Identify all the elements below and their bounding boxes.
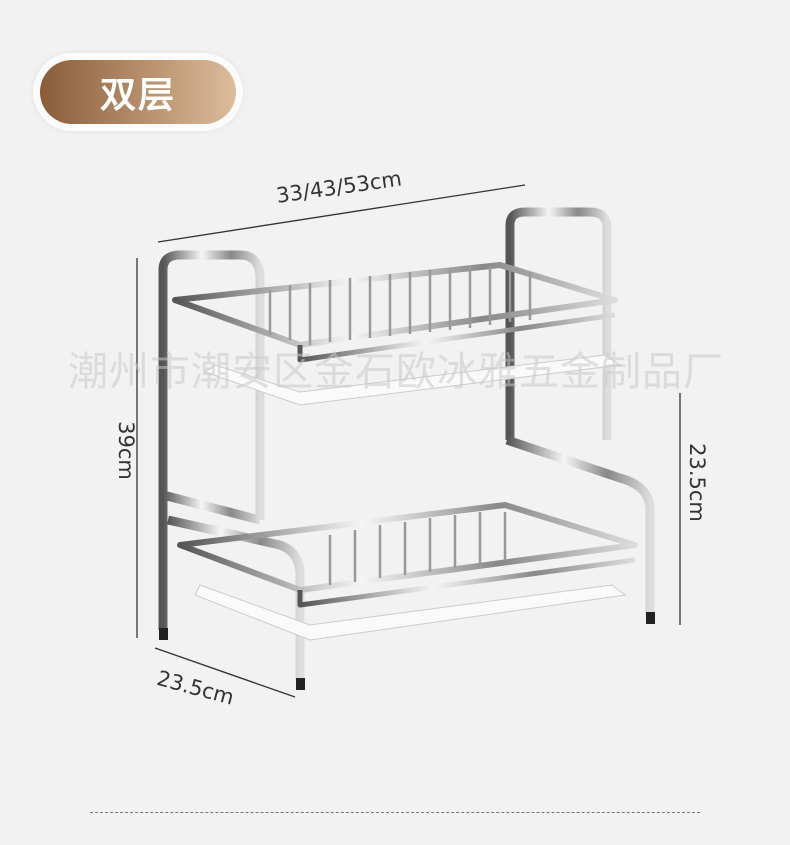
depth-dimension-line	[154, 647, 296, 698]
top-drip-tray	[203, 354, 622, 406]
tier-badge: 双层	[40, 60, 236, 124]
foot	[646, 612, 655, 624]
rack-tines	[268, 266, 532, 585]
bottom-drip-tray	[194, 584, 627, 641]
dish-rack	[158, 207, 655, 680]
watermark: 潮州市潮安区金石欧冰雅五金制品厂	[68, 349, 724, 395]
tier-height-label: 23.5cm	[684, 443, 709, 522]
foot	[296, 678, 305, 690]
divider	[90, 812, 700, 813]
badge-container: 双层	[33, 53, 243, 131]
foot	[159, 628, 168, 640]
height-label: 39cm	[113, 421, 138, 480]
width-dimension-line	[157, 184, 526, 243]
